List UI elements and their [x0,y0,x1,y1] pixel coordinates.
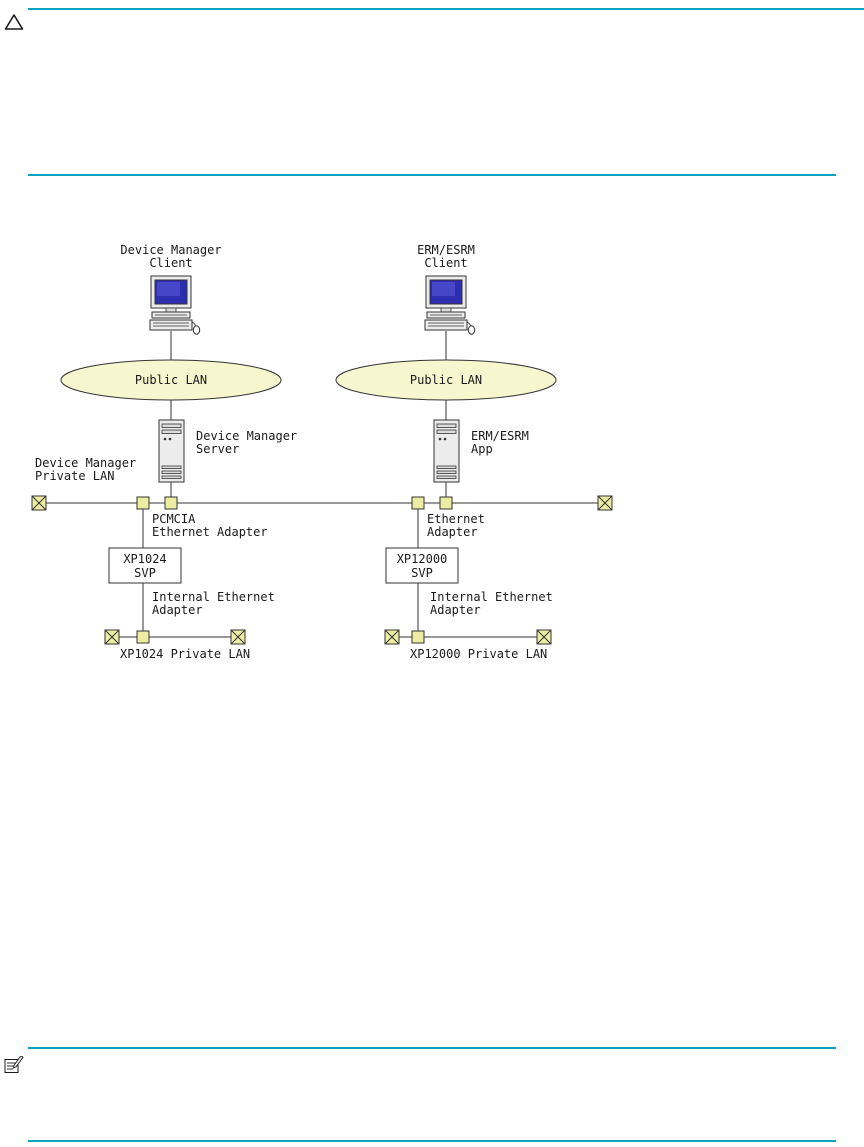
computer-icon [149,275,201,335]
lan-connector [411,496,425,510]
lan-connector [439,496,453,510]
caution-triangle-icon [4,13,24,35]
dm-client-label: Client [149,256,192,270]
xp1024-svp-label: SVP [134,566,156,580]
xp12000-svp-box [385,547,459,584]
internal-ethernet-label: Adapter [430,603,481,617]
internal-ethernet-label: Internal Ethernet [152,590,275,604]
dm-server-label: Device Manager [196,429,297,443]
public-lan-label: Public LAN [135,373,207,387]
internal-ethernet-label: Internal Ethernet [430,590,553,604]
xp1024-svp-box [108,547,182,584]
public-lan-label: Public LAN [410,373,482,387]
server-icon [433,419,460,483]
lan-connector [136,496,150,510]
section-divider [28,174,836,176]
internal-ethernet-label: Adapter [152,603,203,617]
xp12000-svp-label: SVP [411,566,433,580]
top-divider [28,8,864,10]
lan-endpoint-icon [104,629,120,645]
computer-icon [424,275,476,335]
pcmcia-adapter-label: Ethernet Adapter [152,525,268,539]
erm-client-label: ERM/ESRM [417,243,475,257]
note-icon [4,1055,25,1078]
pcmcia-adapter-label: PCMCIA [152,512,196,526]
xp12000-private-lan-label: XP12000 Private LAN [410,647,547,661]
lan-connector [136,630,150,644]
dm-server-label: Server [196,442,239,456]
xp12000-svp-label: XP12000 [397,552,448,566]
dm-private-lan-label: Device Manager [35,456,136,470]
erm-app-label: ERM/ESRM [471,429,529,443]
lan-connector [164,496,178,510]
network-diagram: Device Manager Client ERM/ESRM Client Pu… [31,243,613,661]
erm-app-label: App [471,442,493,456]
lan-endpoint-icon [31,495,47,511]
dm-private-lan-label: Private LAN [35,469,114,483]
lan-endpoint-icon [384,629,400,645]
dm-client-label: Device Manager [120,243,221,257]
bottom-divider [28,1140,836,1142]
ethernet-adapter-label: Adapter [427,525,478,539]
ethernet-adapter-label: Ethernet [427,512,485,526]
erm-client-label: Client [424,256,467,270]
lan-connector [411,630,425,644]
lan-endpoint-icon [230,629,246,645]
lan-endpoint-icon [597,495,613,511]
note-top-divider [28,1047,836,1049]
lan-endpoint-icon [536,629,552,645]
xp1024-private-lan-label: XP1024 Private LAN [120,647,250,661]
server-icon [158,419,185,483]
xp1024-svp-label: XP1024 [123,552,166,566]
